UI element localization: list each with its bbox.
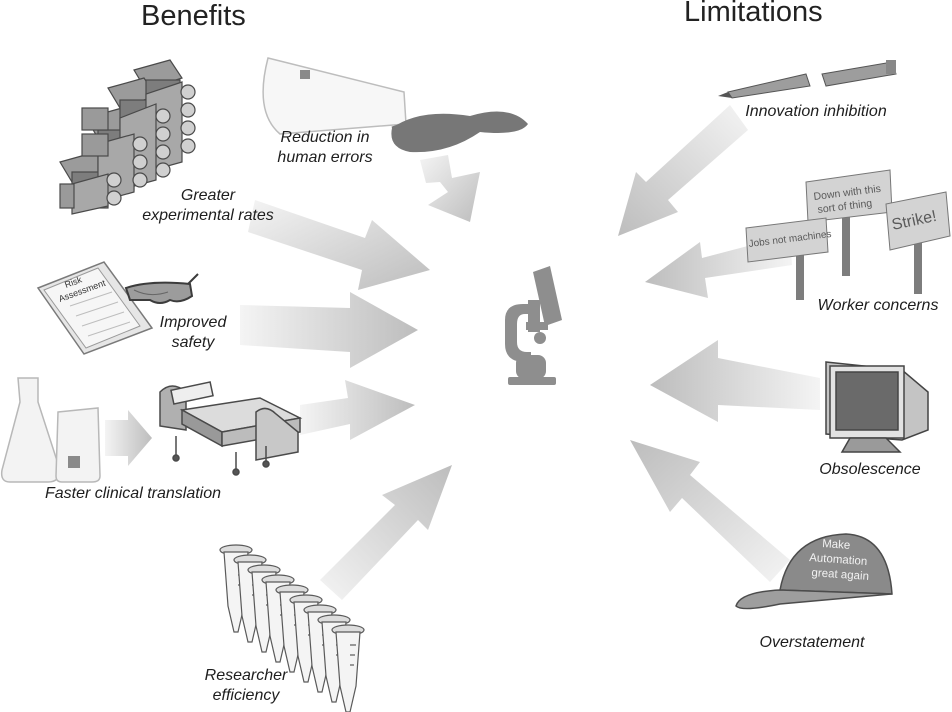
arrow-overstatement (630, 440, 790, 582)
label-innovation: Innovation inhibition (745, 103, 887, 120)
arrow-clinical (300, 380, 415, 440)
cap-text-3: great again (811, 567, 869, 583)
hospital-bed-icon (159, 381, 303, 476)
spilled-flask-icon (262, 57, 528, 153)
cap-icon: Make Automation great again (735, 533, 893, 610)
culture-flasks-icon (59, 59, 196, 215)
label-overstatement: Overstatement (759, 634, 865, 651)
lab-glassware-icon (0, 377, 101, 483)
cap-text-1: Make (822, 538, 851, 552)
arrow-small-clinical (105, 410, 152, 466)
label-human-errors: Reduction in human errors (277, 129, 373, 166)
cap-text-2: Automation (809, 552, 868, 568)
benefits-heading: Benefits (141, 0, 246, 32)
limitations-heading: Limitations (684, 0, 823, 28)
label-worker: Worker concerns (817, 297, 939, 314)
arrow-safety (240, 292, 418, 368)
microcentrifuge-tubes-icon (219, 544, 365, 712)
arrow-experimental-rates (248, 200, 430, 290)
label-efficiency: Researcher efficiency (204, 667, 288, 704)
microscope-icon (505, 266, 562, 385)
arrow-innovation (618, 105, 748, 236)
label-safety: Improved safety (159, 314, 227, 351)
risk-assessment-clipboard-icon: Risk Assessment (36, 261, 154, 355)
label-obsolescence: Obsolescence (819, 461, 921, 478)
arrow-human-errors (420, 155, 480, 222)
arrow-obsolescence (650, 340, 820, 422)
label-clinical: Faster clinical translation (44, 485, 222, 502)
crt-monitor-icon (825, 361, 929, 453)
safety-glasses-icon (124, 273, 199, 304)
broken-pencil-icon (718, 60, 897, 99)
protest-signs-icon: Down with this sort of thing Jobs not ma… (745, 169, 951, 300)
arrow-efficiency (320, 465, 452, 600)
label-experimental-rates: Greater experimental rates (142, 187, 274, 224)
